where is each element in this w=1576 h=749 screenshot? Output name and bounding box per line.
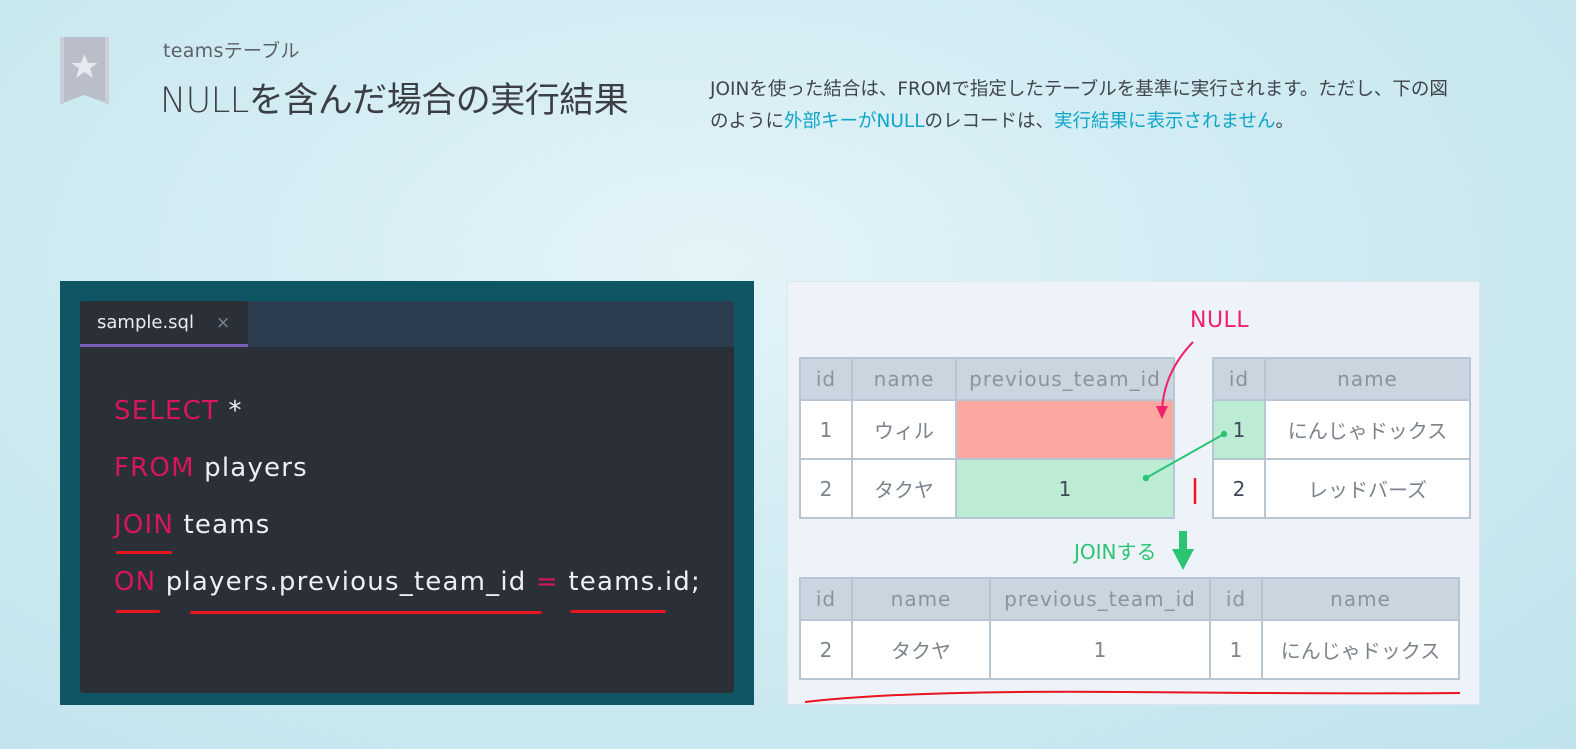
table-header-row: id name previous_team_id id name — [799, 577, 1460, 621]
code-area[interactable]: SELECT * FROM players JOIN teams ON play… — [114, 391, 701, 619]
cell: にんじゃドックス — [1264, 399, 1471, 460]
null-cell — [955, 399, 1175, 460]
section-subtitle: teamsテーブル — [163, 40, 300, 62]
code-line-on: ON players.previous_team_id = teams.id; — [114, 562, 701, 619]
cell: タクヤ — [851, 619, 991, 680]
players-table: id name previous_team_id 1 ウィル 2 タクヤ 1 — [799, 357, 1175, 519]
description-text: JOINを使った結合は、FROMで指定したテーブルを基準に実行されます。ただし、… — [710, 74, 1450, 138]
code-line-from: FROM players — [114, 448, 701, 505]
keyword-on: ON — [114, 567, 157, 597]
annotation-underline — [804, 690, 1461, 703]
table-header-row: id name — [1212, 357, 1471, 401]
cell: タクヤ — [851, 458, 957, 519]
column-header: name — [1261, 577, 1460, 621]
code-text: teams.id; — [558, 567, 701, 597]
code-text: players — [194, 453, 308, 483]
null-label: NULL — [1190, 308, 1250, 333]
cell: ウィル — [851, 399, 957, 460]
table-row: 1 ウィル — [799, 399, 1175, 460]
page-title: NULLを含んだ場合の実行結果 — [160, 81, 629, 121]
join-arrowhead-icon — [1172, 549, 1194, 570]
column-header: id — [1209, 577, 1263, 621]
table-row: 2 タクヤ 1 1 にんじゃドックス — [799, 619, 1460, 680]
column-header: previous_team_id — [989, 577, 1211, 621]
desc-highlight-null-fk: 外部キーがNULL — [784, 111, 925, 132]
code-text: * — [219, 396, 243, 426]
desc-highlight-not-shown: 実行結果に表示されません — [1054, 111, 1276, 132]
close-icon[interactable]: × — [215, 312, 231, 333]
annotation-underline — [116, 610, 160, 613]
teams-table: id name 1 にんじゃドックス 2 レッドバーズ — [1212, 357, 1471, 519]
table-row: 2 タクヤ 1 — [799, 458, 1175, 519]
code-line-select: SELECT * — [114, 391, 701, 448]
cell: にんじゃドックス — [1261, 619, 1460, 680]
table-row: 1 にんじゃドックス — [1212, 399, 1471, 460]
annotation-underline — [190, 611, 542, 614]
cell: 1 — [1209, 619, 1263, 680]
join-diagram: NULL id name previous_team_id 1 ウィル 2 タク… — [787, 281, 1480, 705]
cell: 1 — [799, 399, 853, 460]
keyword-join: JOIN — [114, 510, 175, 540]
code-line-join: JOIN teams — [114, 505, 701, 562]
desc-part3: 。 — [1275, 111, 1294, 132]
match-cell: 1 — [955, 458, 1175, 519]
annotation-underline — [570, 610, 666, 613]
column-header: name — [851, 577, 991, 621]
table-header-row: id name previous_team_id — [799, 357, 1175, 401]
join-arrow-icon — [1179, 531, 1187, 553]
column-header: name — [851, 357, 957, 401]
operator-equals: = — [535, 567, 559, 597]
bookmark-star-icon[interactable] — [60, 37, 109, 104]
column-header: id — [799, 357, 853, 401]
tab-label: sample.sql — [97, 312, 194, 333]
column-header: previous_team_id — [955, 357, 1175, 401]
tab-sample-sql[interactable]: sample.sql × — [80, 301, 248, 347]
column-header: id — [1212, 357, 1266, 401]
join-label: JOINする — [1074, 540, 1157, 564]
code-editor: sample.sql × SELECT * FROM players JOIN … — [80, 301, 734, 693]
desc-part1: JOINを使った結合は、FROMで指定したテーブルを基準に実行されます。ただし、… — [710, 79, 1448, 132]
cell: 2 — [1212, 458, 1266, 519]
cell: 1 — [989, 619, 1211, 680]
code-editor-frame: sample.sql × SELECT * FROM players JOIN … — [60, 281, 754, 705]
editor-tab-bar: sample.sql × — [80, 301, 734, 347]
keyword-select: SELECT — [114, 396, 220, 426]
cell: 2 — [799, 458, 853, 519]
cell: 2 — [799, 619, 853, 680]
code-text: teams — [174, 510, 271, 540]
table-row: 2 レッドバーズ — [1212, 458, 1471, 519]
code-text: players.previous_team_id — [156, 567, 536, 597]
keyword-from: FROM — [114, 453, 195, 483]
cell: レッドバーズ — [1264, 458, 1471, 519]
column-header: name — [1264, 357, 1471, 401]
column-header: id — [799, 577, 853, 621]
desc-part2: のレコードは、 — [924, 111, 1055, 132]
match-cell: 1 — [1212, 399, 1266, 460]
annotation-underline — [116, 551, 172, 554]
result-table: id name previous_team_id id name 2 タクヤ 1… — [799, 577, 1460, 680]
